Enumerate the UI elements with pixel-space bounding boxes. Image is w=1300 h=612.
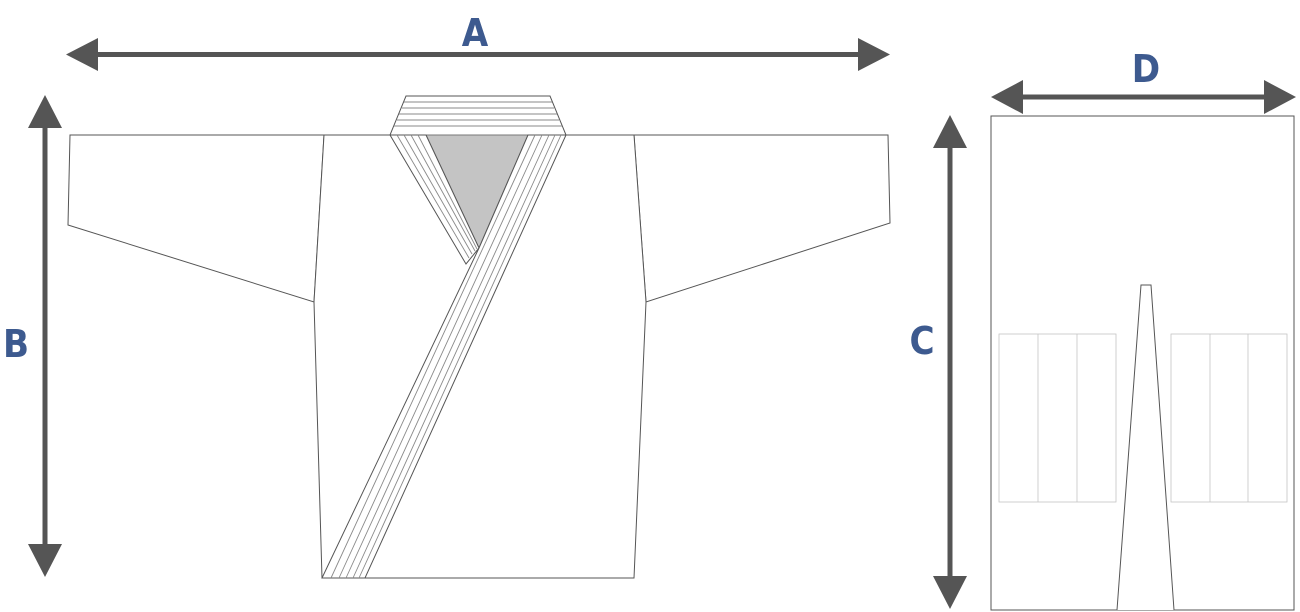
- jacket: [67, 95, 891, 579]
- pants-left-knee-patch: [998, 333, 1117, 503]
- jacket-right-lapel: [321, 134, 567, 579]
- pants: [990, 115, 1295, 611]
- dimension-arrow-a: [66, 38, 890, 71]
- pants-crotch-slit: [1116, 284, 1175, 611]
- jacket-collar-back: [389, 95, 567, 136]
- dimension-label-b: B: [3, 322, 29, 366]
- jacket-left-sleeve: [67, 134, 325, 303]
- dimension-label-c: C: [909, 319, 934, 363]
- dimension-label-a: A: [462, 11, 489, 55]
- dimension-arrow-c: [933, 115, 967, 609]
- dimension-arrow-b: [28, 95, 62, 577]
- jacket-right-sleeve: [633, 134, 891, 303]
- dimension-label-d: D: [1132, 47, 1160, 91]
- pants-right-knee-patch: [1170, 333, 1288, 503]
- dimension-arrow-d: [991, 80, 1296, 114]
